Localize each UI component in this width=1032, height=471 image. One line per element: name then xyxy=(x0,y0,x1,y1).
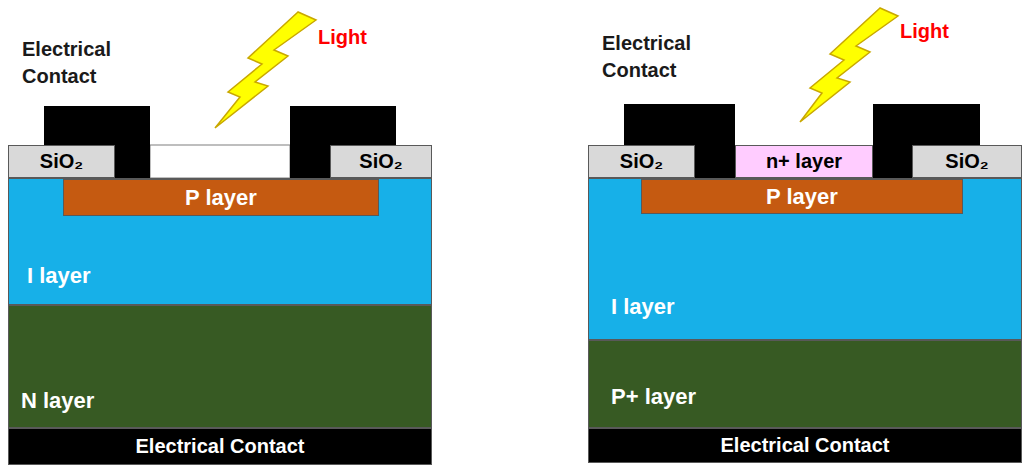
oxide-layer: SiO₂ xyxy=(8,145,115,178)
oxide-layer: SiO₂ xyxy=(330,145,432,178)
layer-label: Electrical Contact xyxy=(136,435,305,458)
light-label: Light xyxy=(900,18,949,45)
layer-label: SiO₂ xyxy=(620,150,663,173)
p-layer: P layer xyxy=(641,179,963,214)
layer-label: P layer xyxy=(185,185,257,210)
label-text: Electrical Contact xyxy=(602,30,694,84)
layer-label: I layer xyxy=(27,263,91,288)
intrinsic-layer: I layer P layer xyxy=(588,178,1022,340)
light-bolt xyxy=(800,8,898,122)
layer-label: N layer xyxy=(21,388,94,413)
optical-window xyxy=(150,145,290,178)
light-bolt xyxy=(215,12,316,128)
layer-label: Electrical Contact xyxy=(721,434,890,457)
p-layer: P layer xyxy=(63,179,379,216)
bottom-contact: Electrical Contact xyxy=(588,428,1022,463)
oxide-layer: SiO₂ xyxy=(588,145,695,178)
layer-label: P layer xyxy=(766,184,838,209)
light-label: Light xyxy=(318,24,367,51)
layer-label: SiO₂ xyxy=(945,150,988,173)
oxide-layer: SiO₂ xyxy=(912,145,1022,178)
label-text: Electrical Contact xyxy=(22,36,114,90)
layer-label: P+ layer xyxy=(611,384,696,409)
layer-label: SiO₂ xyxy=(40,150,83,173)
layer-label: n+ layer xyxy=(766,150,842,173)
bottom-contact: Electrical Contact xyxy=(8,428,432,465)
intrinsic-layer: I layer P layer xyxy=(8,178,432,305)
n-plus-layer: n+ layer xyxy=(735,145,873,178)
p-plus-layer: P+ layer xyxy=(588,340,1022,428)
layer-label: I layer xyxy=(611,294,675,319)
n-layer: N layer xyxy=(8,305,432,428)
layer-label: SiO₂ xyxy=(359,150,402,173)
